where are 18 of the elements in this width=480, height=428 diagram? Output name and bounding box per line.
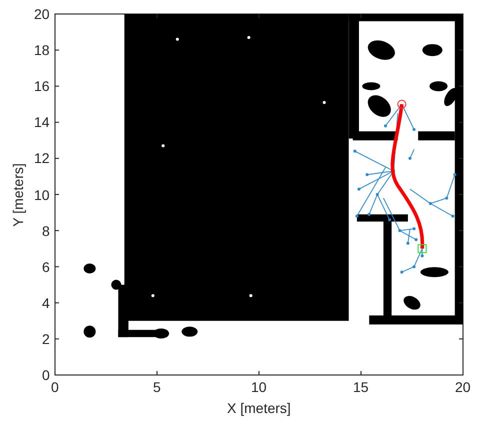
y-tick-label: 2 — [42, 330, 50, 347]
x-tick-label: 20 — [455, 379, 471, 395]
y-tick-label: 20 — [34, 6, 50, 22]
y-tick-label: 12 — [34, 150, 50, 166]
x-tick-label: 5 — [153, 379, 161, 395]
y-tick-label: 6 — [42, 258, 50, 275]
y-tick-label: 16 — [34, 78, 50, 94]
x-tick-label: 15 — [353, 379, 369, 395]
y-tick-label: 18 — [34, 42, 50, 58]
y-tick-label: 0 — [42, 367, 50, 383]
axis-label: X [meters] — [227, 400, 291, 416]
axis-label: Y [meters] — [10, 163, 26, 227]
y-tick-label: 4 — [42, 294, 50, 311]
y-tick-label: 10 — [34, 186, 50, 202]
y-tick-label: 8 — [42, 222, 50, 239]
y-tick-label: 14 — [34, 114, 50, 130]
x-tick-label: 0 — [51, 379, 59, 395]
x-tick-label: 10 — [251, 379, 267, 395]
